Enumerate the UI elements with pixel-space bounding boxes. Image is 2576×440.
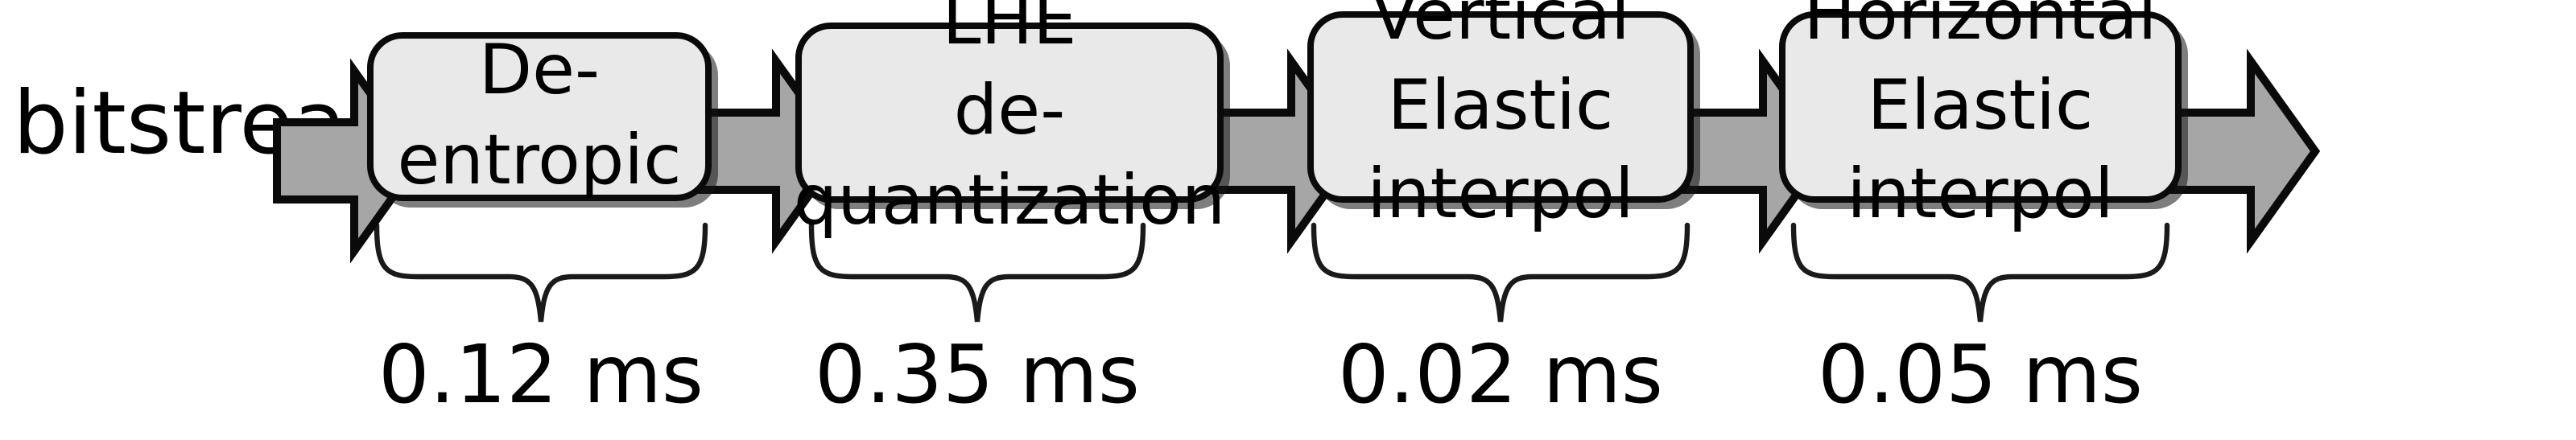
- stage-label-lhe-de-quantization: LHE de-quantization: [793, 0, 1226, 241]
- stage-label-horizontal-elastic-interpol: Horizontal Elastic interpol: [1803, 0, 2157, 236]
- timing-label-vertical-elastic-interpol: 0.02 ms: [1338, 328, 1663, 421]
- stage-label-vertical-elastic-interpol: Vertical Elastic interpol: [1367, 0, 1634, 236]
- stage-box-horizontal-elastic-interpol[interactable]: Horizontal Elastic interpol: [1779, 0, 2182, 236]
- stage-label-de-entropic: De-entropic: [397, 30, 682, 200]
- timing-label-horizontal-elastic-interpol: 0.05 ms: [1818, 328, 2143, 421]
- curly-brace-down-icon: [1307, 222, 1694, 325]
- stage-box-de-entropic[interactable]: De-entropic: [367, 30, 712, 201]
- input-label-bitstream: bitstream: [13, 72, 431, 174]
- curly-brace-down-icon: [805, 222, 1150, 325]
- block-arrow-right-icon: [2169, 48, 2321, 254]
- stage-box-vertical-elastic-interpol[interactable]: Vertical Elastic interpol: [1307, 0, 1694, 236]
- stage-box-lhe-de-quantization[interactable]: LHE de-quantization: [794, 0, 1226, 241]
- timing-label-de-entropic: 0.12 ms: [378, 328, 704, 421]
- curly-brace-down-icon: [1787, 222, 2174, 325]
- timing-label-lhe-de-quantization: 0.35 ms: [815, 328, 1140, 421]
- curly-brace-down-icon: [370, 222, 712, 325]
